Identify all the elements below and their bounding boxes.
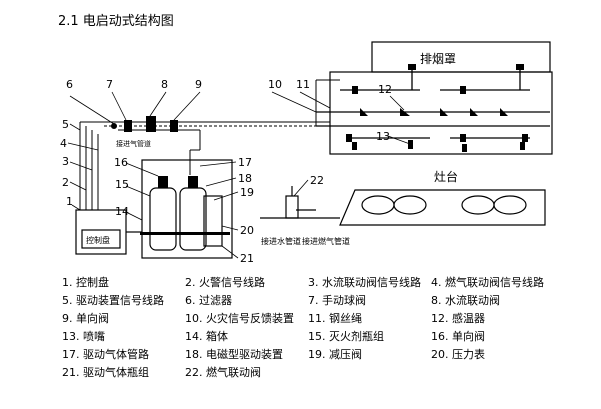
legend-item: 3. 水流联动阀信号线路 (308, 276, 421, 289)
legend-item: 11. 钢丝绳 (308, 312, 362, 325)
valve-assembly (111, 116, 178, 132)
svg-text:21: 21 (240, 252, 254, 262)
legend-item: 7. 手动球阀 (308, 294, 366, 307)
legend-item: 17. 驱动气体管路 (62, 348, 149, 361)
legend-item: 4. 燃气联动阀信号线路 (431, 276, 544, 289)
svg-text:2: 2 (62, 176, 69, 189)
svg-text:22: 22 (310, 174, 324, 187)
nozzle-pipes (316, 64, 550, 139)
svg-text:4: 4 (60, 137, 67, 150)
svg-text:13: 13 (376, 130, 390, 143)
gas-pipe-label-left: 接进气管道 (116, 139, 151, 148)
svg-text:3: 3 (62, 155, 69, 168)
legend-item: 14. 箱体 (185, 330, 228, 343)
control-panel-text: 控制盘 (86, 235, 110, 245)
legend-item: 5. 驱动装置信号线路 (62, 294, 164, 307)
svg-text:6: 6 (66, 78, 73, 91)
legend-item: 1. 控制盘 (62, 276, 109, 289)
gas-pipe-label: 接进燃气管道 (302, 236, 350, 246)
svg-text:19: 19 (240, 186, 254, 199)
legend-item: 9. 单向阀 (62, 312, 109, 325)
legend-item: 2. 火警信号线路 (185, 276, 265, 289)
legend-item: 13. 喷嘴 (62, 330, 105, 343)
legend-item: 6. 过滤器 (185, 294, 232, 307)
svg-text:11: 11 (296, 78, 310, 91)
page-title: 2.1 电启动式结构图 (58, 14, 174, 29)
legend-item: 21. 驱动气体瓶组 (62, 366, 149, 379)
svg-text:18: 18 (238, 172, 252, 185)
stove-label: 灶台 (434, 169, 458, 184)
legend-item: 19. 减压阀 (308, 348, 362, 361)
svg-text:7: 7 (106, 78, 113, 91)
hood-label: 排烟罩 (420, 52, 456, 66)
svg-text:20: 20 (240, 224, 254, 237)
temperature-sensors (360, 108, 508, 116)
cylinder-valves (140, 176, 230, 235)
legend-item: 8. 水流联动阀 (431, 294, 500, 307)
svg-text:16: 16 (114, 156, 128, 169)
legend-item: 16. 单向阀 (431, 330, 485, 343)
nozzles (352, 140, 525, 152)
gas-linkage-valve (260, 186, 340, 219)
legend-item: 15. 灭火剂瓶组 (308, 330, 384, 343)
svg-text:15: 15 (115, 178, 129, 191)
legend-item: 22. 燃气联动阀 (185, 366, 261, 379)
svg-text:17: 17 (238, 156, 252, 169)
callout-numbers: 1 2 3 4 5 6 7 8 9 10 11 12 13 14 15 16 1… (60, 78, 392, 262)
leader-lines (67, 91, 411, 259)
system-structure-diagram: 排烟罩 灶台 (60, 41, 553, 262)
stove (339, 189, 546, 226)
water-pipe-label: 接进水管道 (261, 236, 301, 246)
svg-text:1: 1 (66, 195, 73, 208)
svg-text:12: 12 (378, 83, 392, 96)
exhaust-hood (329, 41, 553, 155)
legend-item: 10. 火灾信号反馈装置 (185, 312, 294, 325)
hood-fittings (346, 64, 528, 142)
control-panel (75, 209, 142, 255)
svg-text:9: 9 (195, 78, 202, 91)
legend-item: 12. 感温器 (431, 312, 485, 325)
svg-text:10: 10 (268, 78, 282, 91)
svg-text:8: 8 (161, 78, 168, 91)
svg-text:14: 14 (115, 205, 129, 218)
legend: 1. 控制盘 2. 火警信号线路 3. 水流联动阀信号线路 4. 燃气联动阀信号… (0, 266, 601, 409)
legend-item: 20. 压力表 (431, 348, 485, 361)
legend-item: 18. 电磁型驱动装置 (185, 348, 283, 361)
svg-text:5: 5 (62, 118, 69, 131)
